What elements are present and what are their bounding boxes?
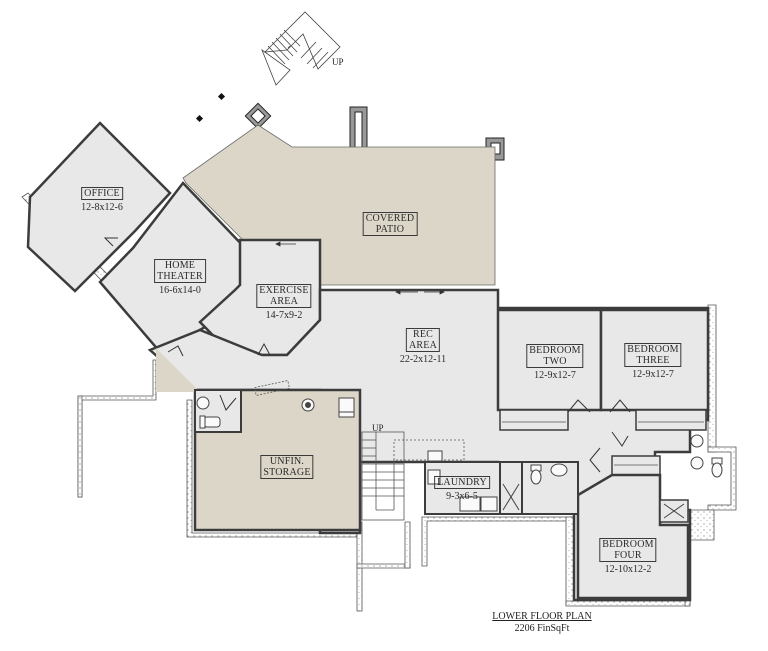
room-label-office: OFFICE 12-8x12-6 xyxy=(81,183,123,214)
plan-area: 2206 FinSqFt xyxy=(514,623,570,634)
room-dimensions: 14-7x9-2 xyxy=(265,310,303,321)
unfinished-corner xyxy=(156,348,200,392)
stair-up-label-top: UP xyxy=(332,57,344,67)
room-name: UNFIN.STORAGE xyxy=(260,455,314,479)
exterior-stairs-icon xyxy=(261,11,341,86)
room-name: OFFICE xyxy=(81,187,123,200)
room-dimensions: 12-9x12-7 xyxy=(632,369,674,380)
closets xyxy=(499,409,707,476)
water-heater-icon xyxy=(301,398,315,412)
room-dimensions: 12-10x12-2 xyxy=(604,564,652,575)
room-label-laundry: LAUNDRY 9-3x6-5 xyxy=(434,472,490,503)
room-dimensions: 16-6x14-0 xyxy=(159,285,201,296)
room-dimensions: 12-8x12-6 xyxy=(81,202,123,213)
room-label-unfin-storage: UNFIN.STORAGE xyxy=(260,455,314,480)
furnace-icon xyxy=(338,397,355,418)
bedroom-four-room xyxy=(576,473,690,600)
main-stairs-icon xyxy=(361,431,465,521)
bedroom-three-room xyxy=(599,308,710,412)
room-dimensions: 22-2x12-11 xyxy=(399,354,447,365)
bedroom-two-room xyxy=(496,308,603,412)
toilet-icon xyxy=(199,415,723,485)
washer-dryer-icon xyxy=(459,496,498,512)
plan-title-block: LOWER FLOOR PLAN 2206 FinSqFt xyxy=(492,611,592,635)
stair-up-label-main: UP xyxy=(372,423,384,433)
fixtures xyxy=(196,396,723,512)
office-room xyxy=(26,121,172,293)
room-dimensions: 12-9x12-7 xyxy=(534,370,576,381)
sliding-door-icon xyxy=(275,241,445,295)
sink-icon xyxy=(196,396,704,485)
plan-title: LOWER FLOOR PLAN xyxy=(492,611,592,622)
room-name: LAUNDRY xyxy=(434,476,490,489)
room-dimensions: 9-3x6-5 xyxy=(446,491,478,502)
door-swings xyxy=(103,237,631,473)
shower-icon xyxy=(502,483,689,523)
